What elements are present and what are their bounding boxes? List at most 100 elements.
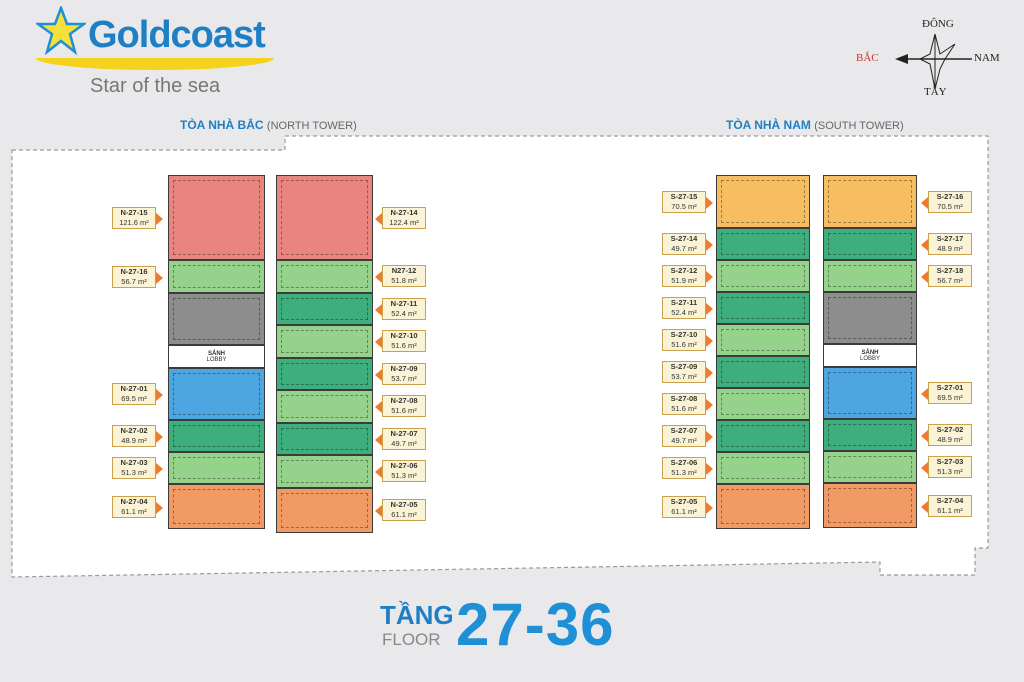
apartment-unit[interactable] — [276, 357, 373, 390]
unit-area: 70.5 m² — [937, 201, 963, 211]
unit-area: 51.8 m² — [391, 276, 417, 286]
arrow-icon — [156, 389, 163, 401]
apartment-unit[interactable] — [823, 419, 917, 451]
floor-range: 27-36 — [456, 591, 615, 658]
arrow-icon — [375, 212, 382, 225]
apartment-unit[interactable] — [823, 228, 917, 260]
apartment-unit[interactable] — [168, 175, 265, 260]
unit-id: S-27-12 — [670, 266, 698, 275]
apartment-unit[interactable] — [716, 292, 810, 324]
compass-north: BẮC — [856, 52, 879, 64]
unit-area: 51.6 m² — [671, 404, 697, 413]
apartment-unit[interactable] — [276, 325, 373, 358]
arrow-icon — [706, 239, 713, 251]
apartment-unit[interactable] — [168, 420, 265, 452]
unit-id: S-27-01 — [936, 383, 964, 392]
apartment-unit[interactable] — [823, 367, 917, 419]
arrow-icon — [921, 271, 928, 283]
unit-id: S-27-15 — [670, 191, 698, 201]
apartment-unit[interactable] — [168, 368, 265, 420]
apartment-unit[interactable] — [716, 260, 810, 292]
unit-id: S-27-17 — [936, 234, 964, 243]
apartment-unit[interactable] — [823, 260, 917, 292]
apartment-unit[interactable] — [716, 356, 810, 388]
unit-id: N27-12 — [391, 266, 417, 276]
apartment-unit[interactable] — [168, 260, 265, 293]
apartment-unit[interactable] — [276, 422, 373, 455]
apartment-unit[interactable] — [823, 175, 917, 228]
apartment-unit[interactable] — [276, 455, 373, 488]
arrow-icon — [706, 463, 713, 475]
apartment-unit[interactable] — [823, 451, 917, 483]
apartment-unit[interactable] — [276, 390, 373, 423]
apartment-unit[interactable] — [716, 452, 810, 484]
compass-south: NAM — [974, 52, 1000, 64]
apartment-unit[interactable] — [823, 483, 917, 528]
apartment-unit[interactable] — [716, 484, 810, 529]
unit-area: 48.9 m² — [937, 435, 963, 444]
apartment-unit[interactable] — [276, 292, 373, 325]
arrow-icon — [156, 463, 163, 475]
unit-area: 52.4 m² — [671, 308, 697, 317]
elevator-core — [823, 292, 917, 344]
unit-area: 61.1 m² — [937, 505, 963, 515]
apartment-unit[interactable] — [168, 484, 265, 529]
apartment-unit[interactable] — [716, 175, 810, 228]
logo-band — [36, 58, 274, 70]
apartment-unit[interactable] — [276, 175, 373, 260]
unit-id: S-27-04 — [936, 495, 964, 505]
apartment-unit[interactable] — [276, 260, 373, 293]
apartment-unit[interactable] — [276, 487, 373, 533]
unit-area: 61.1 m² — [391, 510, 417, 519]
arrow-icon — [921, 196, 928, 209]
unit-area: 69.5 m² — [121, 394, 147, 403]
apartment-unit[interactable] — [716, 324, 810, 356]
unit-area: 48.9 m² — [937, 244, 963, 253]
apartment-unit[interactable] — [716, 388, 810, 420]
unit-area: 61.1 m² — [121, 506, 147, 516]
arrow-icon — [375, 336, 382, 349]
compass: ĐÔNG BẮC NAM TÂY — [850, 14, 1020, 104]
arrow-icon — [921, 462, 928, 474]
apartment-unit[interactable] — [716, 228, 810, 260]
arrow-icon — [706, 196, 713, 209]
apartment-unit[interactable] — [168, 452, 265, 484]
north-tower-subtitle: (NORTH TOWER) — [266, 120, 357, 132]
apartment-unit[interactable] — [716, 420, 810, 452]
unit-area: 53.7 m² — [671, 372, 697, 381]
unit-id: N-27-15 — [120, 207, 148, 217]
unit-id: S-27-11 — [670, 298, 698, 307]
